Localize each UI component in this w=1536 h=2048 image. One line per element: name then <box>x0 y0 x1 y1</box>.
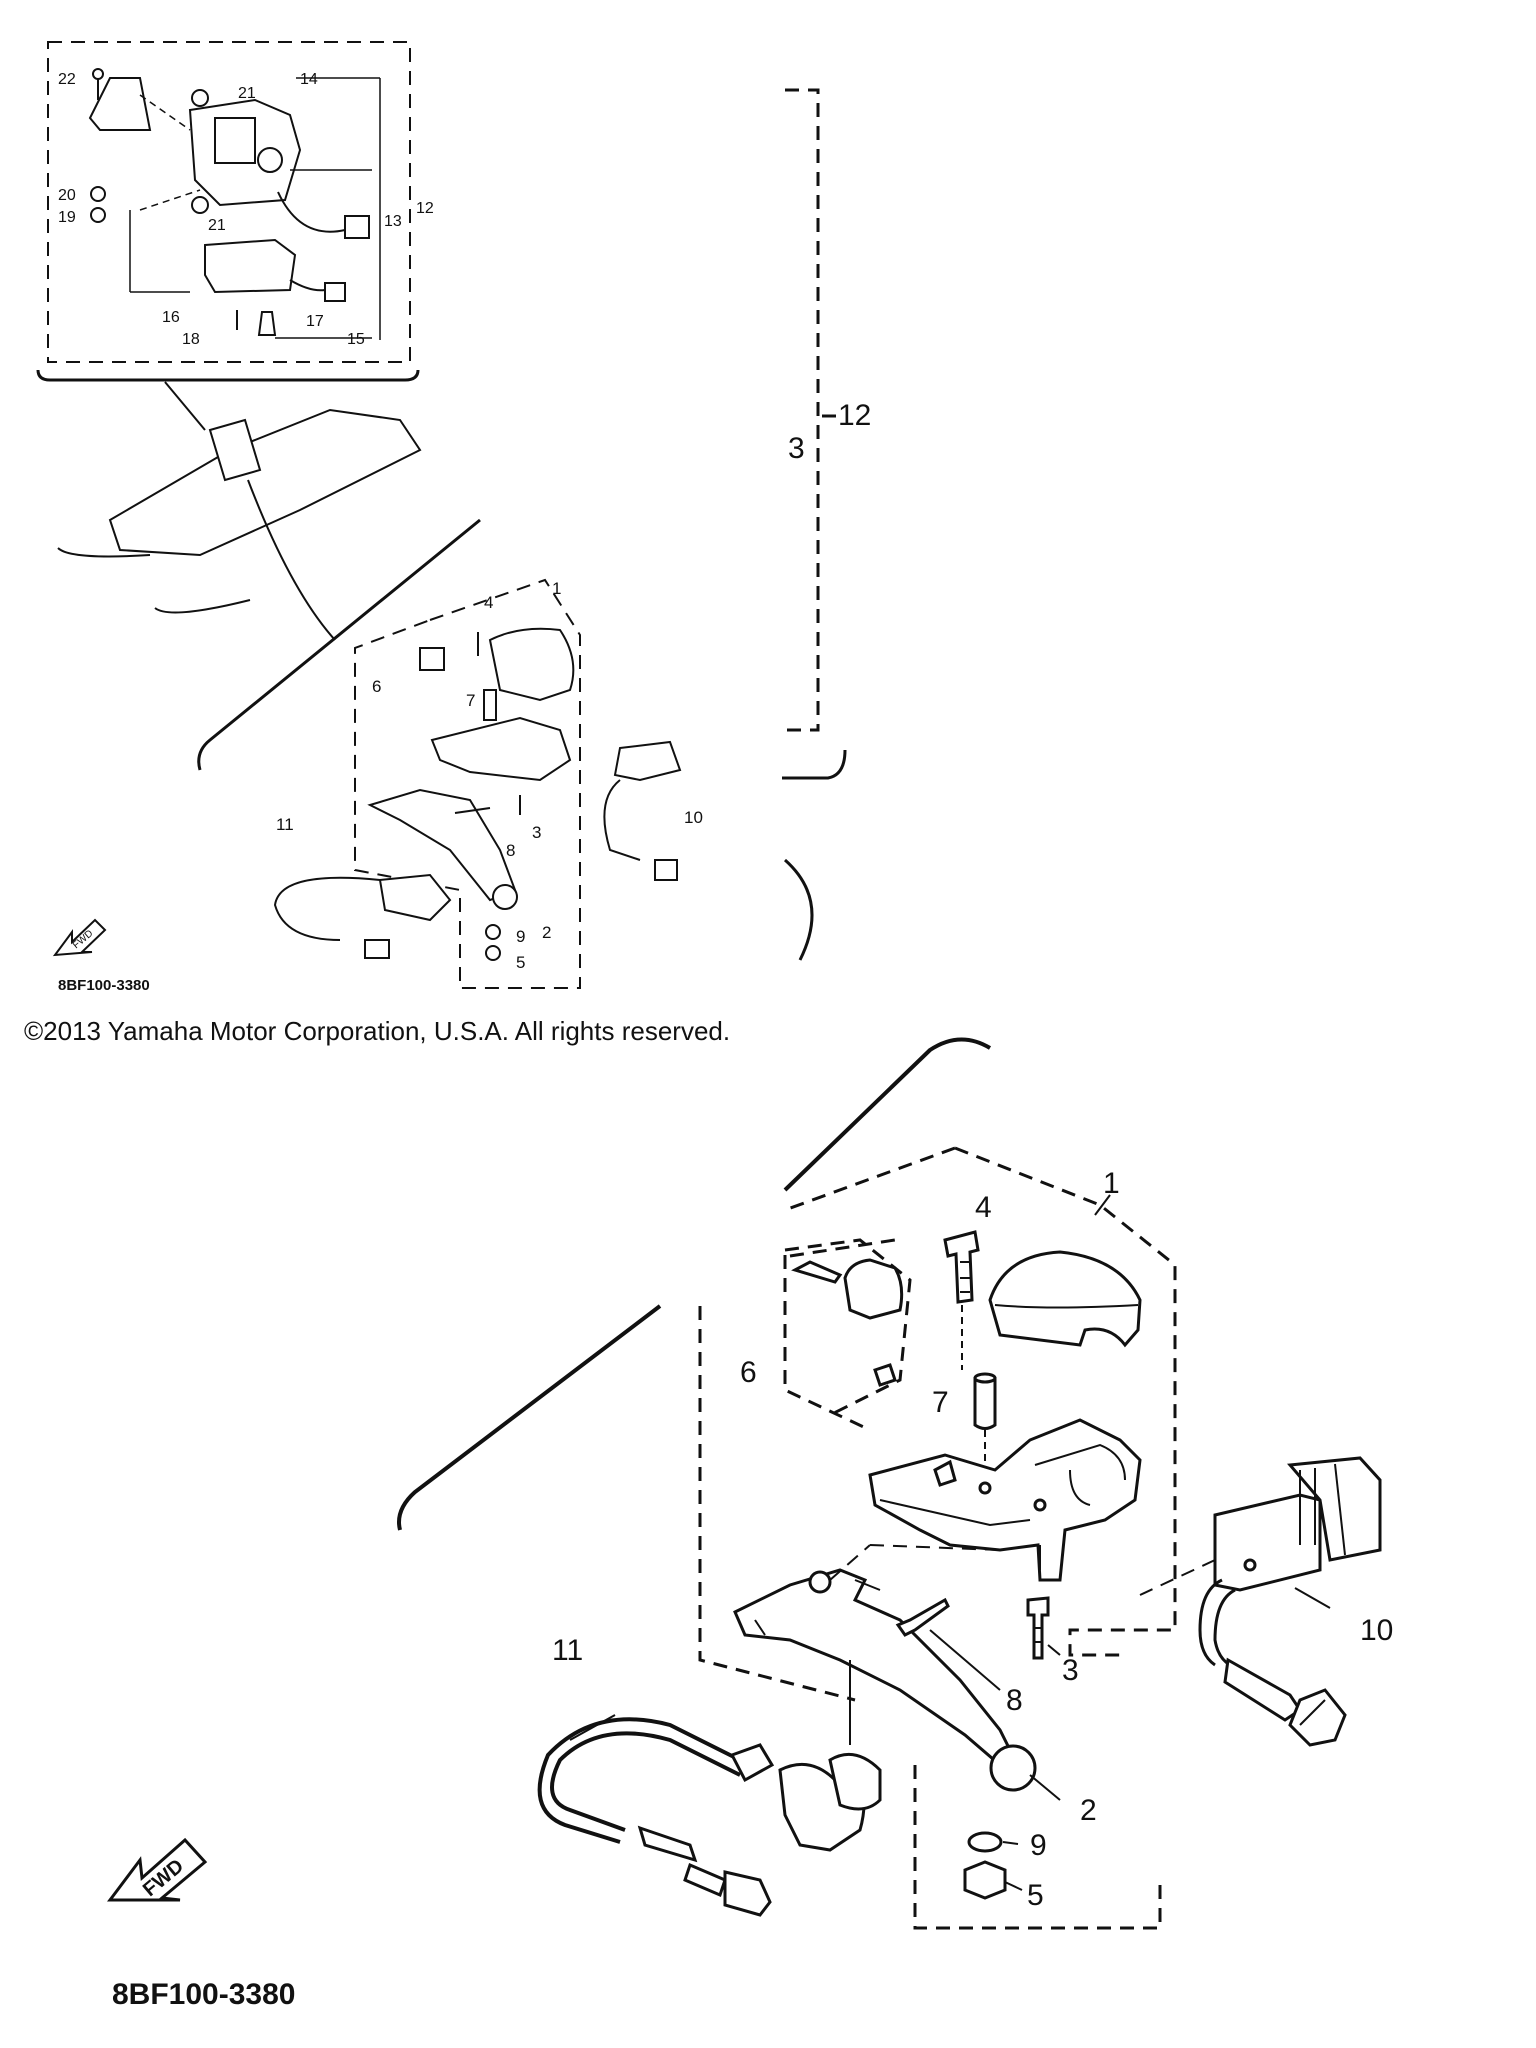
callout-13: 13 <box>384 213 402 230</box>
callout-b-7: 7 <box>932 1386 949 1419</box>
switch-10 <box>1139 1456 1382 1747</box>
callout-21-b: 21 <box>208 217 226 234</box>
diagram-code-large: 8BF100-3380 <box>112 1978 295 2011</box>
callout-b-1: 1 <box>1103 1167 1120 1200</box>
callout-b-9: 9 <box>1030 1829 1047 1862</box>
fwd-arrow-large: FWD <box>107 1837 208 1902</box>
brake-lever <box>733 1544 1037 1792</box>
top-main-assembly: 1 4 6 7 10 3 8 11 2 9 5 <box>273 578 703 989</box>
callout-19: 19 <box>58 209 76 226</box>
callout-6: 6 <box>372 677 381 696</box>
callout-b-3: 3 <box>1062 1654 1079 1687</box>
copyright-notice: ©2013 Yamaha Motor Corporation, U.S.A. A… <box>24 1016 731 1046</box>
switch-part-6 <box>789 1238 904 1387</box>
callout-17: 17 <box>306 313 324 330</box>
fwd-arrow-small: FWD <box>52 918 107 957</box>
callout-b-5: 5 <box>1027 1879 1044 1912</box>
callout-1: 1 <box>552 579 561 598</box>
collar-7 <box>973 1372 997 1475</box>
callout-16: 16 <box>162 309 180 326</box>
callout-10: 10 <box>684 808 703 827</box>
nut-5 <box>963 1860 1023 1900</box>
callout-7: 7 <box>466 691 475 710</box>
callout-20: 20 <box>58 187 76 204</box>
callout-b-4: 4 <box>975 1191 992 1224</box>
callout-b-11: 11 <box>552 1634 583 1667</box>
bolt-4 <box>943 1230 980 1370</box>
snowmobile-overview <box>57 381 481 771</box>
bolt-3 <box>1026 1596 1061 1660</box>
callout-22: 22 <box>58 71 76 88</box>
callout-b-10: 10 <box>1360 1614 1393 1647</box>
callout-8: 8 <box>506 841 515 860</box>
switch-cover <box>988 1250 1142 1348</box>
callout-12-inset: 12 <box>416 200 434 217</box>
callout-4: 4 <box>484 593 493 612</box>
callout-b-6: 6 <box>740 1356 757 1389</box>
callout-5: 5 <box>516 953 525 972</box>
switch-11 <box>537 1660 882 1917</box>
bracket-label-12: 12 <box>838 399 871 432</box>
bracket-label-3: 3 <box>788 432 805 465</box>
washer-9 <box>967 1831 1019 1853</box>
callout-18: 18 <box>182 331 200 348</box>
callout-3: 3 <box>532 823 541 842</box>
callout-15: 15 <box>347 331 365 348</box>
callout-9: 9 <box>516 927 525 946</box>
callout-b-8: 8 <box>1006 1684 1023 1717</box>
callout-14: 14 <box>300 71 318 88</box>
callout-21-a: 21 <box>238 85 256 102</box>
callout-2: 2 <box>542 923 551 942</box>
diagram-code-small: 8BF100-3380 <box>58 977 150 994</box>
top-diagram: 22 21 14 20 19 21 13 12 16 17 18 15 <box>36 41 871 994</box>
inset-detail: 22 21 14 20 19 21 13 12 16 17 18 15 <box>36 41 434 382</box>
bottom-diagram: 1 4 6 7 10 3 8 11 2 9 5 FWD 8BF100-3380 <box>107 1037 1393 2011</box>
right-bracket: 3 12 <box>782 88 871 961</box>
callout-b-2: 2 <box>1080 1794 1097 1827</box>
screw-8 <box>895 1597 1001 1691</box>
callout-11: 11 <box>276 815 294 834</box>
base-bracket <box>868 1418 1142 1582</box>
